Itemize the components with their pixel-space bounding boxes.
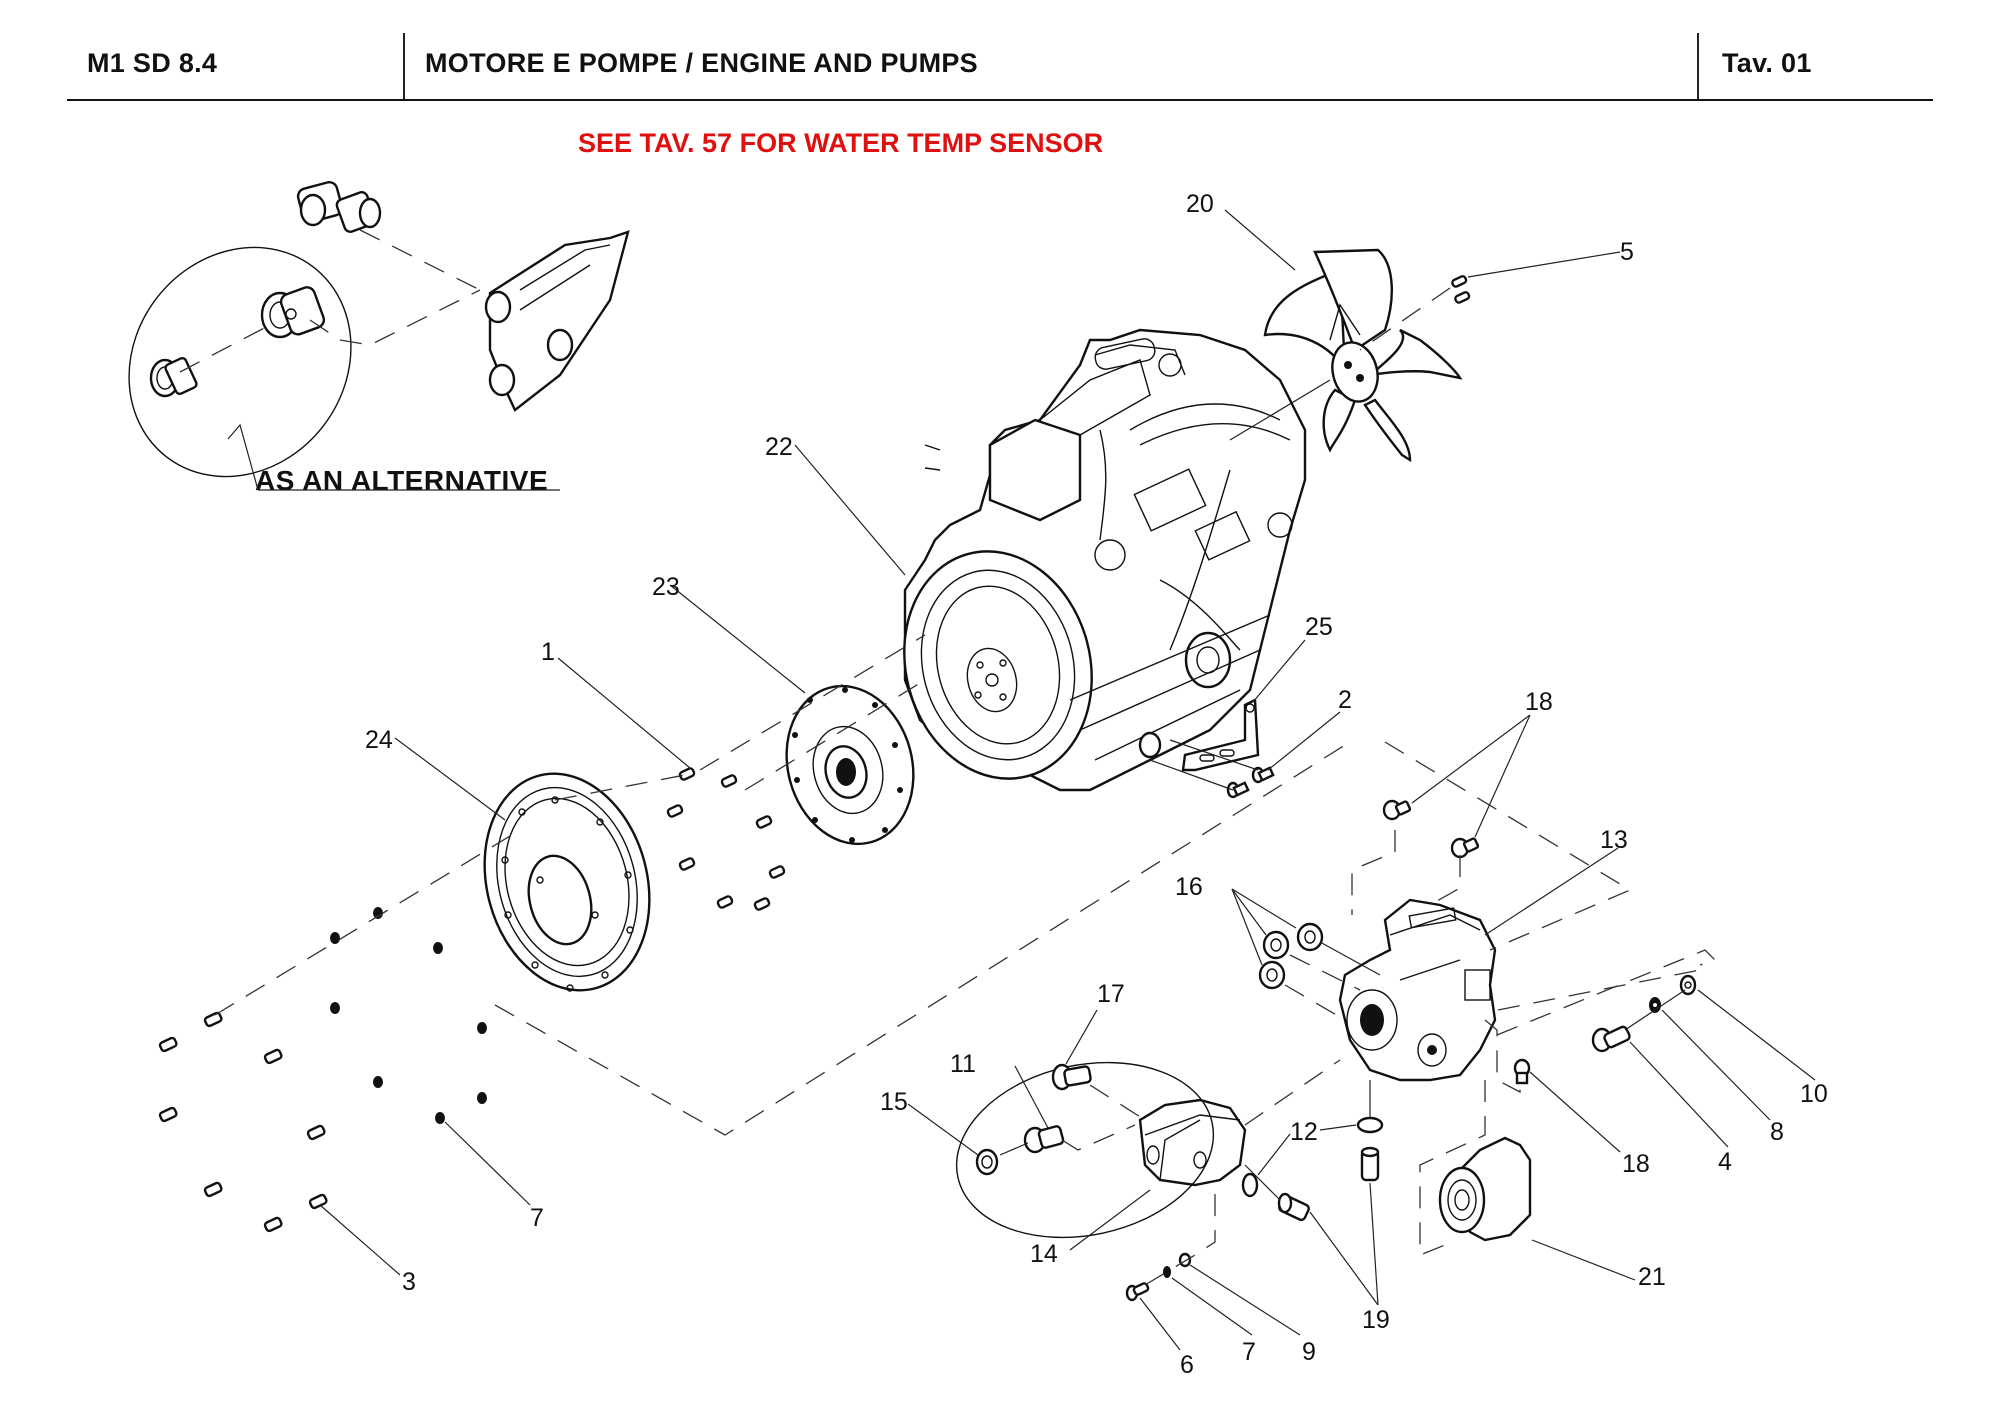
bolts-1 — [666, 767, 786, 911]
fitting-19-horizontal — [1277, 1192, 1310, 1222]
callout-4: 4 — [1718, 1148, 1732, 1176]
plug-15 — [975, 1148, 999, 1176]
callout-9: 9 — [1302, 1338, 1316, 1366]
elbow-17 — [1051, 1063, 1092, 1091]
callout-3: 3 — [402, 1268, 416, 1296]
alternative-fittings — [128, 181, 630, 491]
page-title: MOTORE E POMPE / ENGINE AND PUMPS — [425, 48, 978, 78]
callout-21: 21 — [1638, 1263, 1666, 1291]
engine — [903, 328, 1307, 792]
callout-22: 22 — [765, 433, 793, 461]
callout-11: 11 — [950, 1050, 976, 1078]
callout-18-top: 18 — [1525, 688, 1553, 716]
washer-10 — [1679, 974, 1697, 996]
leader-lines — [319, 209, 1816, 1351]
pump-housing-fragment — [484, 230, 630, 412]
callout-14: 14 — [1030, 1240, 1058, 1268]
coupling-disc — [785, 684, 915, 846]
bolt-2 — [1226, 766, 1275, 799]
adapter-fitting — [149, 356, 198, 398]
bolt-6 — [1125, 1282, 1150, 1302]
header-divider — [1697, 33, 1699, 100]
callout-16: 16 — [1175, 873, 1203, 901]
model-code: M1 SD 8.4 — [87, 48, 218, 78]
fitting-18-lower — [1513, 1058, 1531, 1085]
flywheel-adapter-plate — [483, 772, 651, 992]
nuts-7 — [330, 907, 487, 1124]
callout-13: 13 — [1600, 826, 1628, 854]
callout-8: 8 — [1770, 1118, 1784, 1146]
callout-7: 7 — [530, 1204, 544, 1232]
seal-12-vertical — [1356, 1116, 1384, 1134]
flange-elbow — [260, 286, 326, 339]
callout-20: 20 — [1186, 190, 1214, 218]
alternative-label: AS AN ALTERNATIVE — [255, 465, 549, 496]
seal-12-horizontal — [1241, 1172, 1259, 1198]
callout-12: 12 — [1290, 1118, 1318, 1146]
gear-pump — [1138, 1098, 1247, 1187]
callout-25: 25 — [1305, 613, 1333, 641]
callout-10: 10 — [1800, 1080, 1828, 1108]
callout-6: 6 — [1180, 1351, 1194, 1379]
callout-labels: 1 2 3 4 5 6 7 7 8 9 10 11 12 13 14 15 16… — [365, 190, 1828, 1379]
oil-filter — [1438, 1136, 1532, 1242]
callout-17: 17 — [1097, 980, 1125, 1008]
callout-23: 23 — [652, 573, 680, 601]
callout-2: 2 — [1338, 686, 1352, 714]
table-number: Tav. 01 — [1722, 48, 1812, 78]
cooling-fan — [1263, 248, 1463, 463]
fitting-19-vertical — [1360, 1146, 1380, 1182]
hydrostatic-pump — [1338, 898, 1497, 1082]
fan-bolts — [1451, 275, 1471, 304]
callout-5: 5 — [1620, 238, 1634, 266]
engine-bracket — [1181, 698, 1260, 772]
washer-7 — [1163, 1266, 1171, 1278]
callout-1: 1 — [541, 638, 555, 666]
header-rule — [67, 99, 1933, 101]
elbow-11 — [1023, 1125, 1065, 1154]
header-divider — [403, 33, 405, 100]
washer-8 — [1649, 997, 1661, 1013]
callout-24: 24 — [365, 726, 393, 754]
callout-19: 19 — [1362, 1306, 1390, 1334]
callout-7-gear-pump: 7 — [1242, 1338, 1256, 1366]
fittings-18 — [1382, 799, 1480, 859]
elbow-fitting — [296, 181, 382, 233]
callout-18-lower: 18 — [1622, 1150, 1650, 1178]
washer-9 — [1178, 1252, 1192, 1268]
fittings-16 — [1258, 922, 1324, 990]
bolt-4 — [1591, 1025, 1631, 1053]
bolts-3 — [158, 1011, 328, 1233]
callout-15: 15 — [880, 1088, 908, 1116]
water-temp-note: SEE TAV. 57 FOR WATER TEMP SENSOR — [578, 128, 1104, 158]
